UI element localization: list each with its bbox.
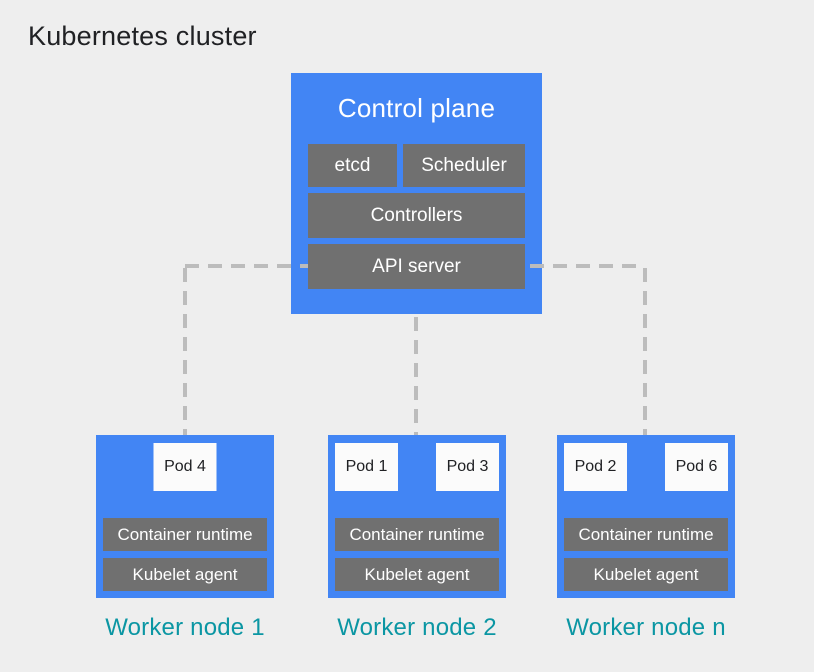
pod-box: Pod 1 bbox=[335, 443, 398, 491]
kubelet-agent-box: Kubelet agent bbox=[564, 558, 728, 591]
worker-node-n-box: Pod 2 Pod 6 Container runtime Kubelet ag… bbox=[557, 435, 735, 598]
control-plane-components: etcd Scheduler Controllers API server bbox=[291, 144, 542, 289]
kubelet-agent-box: Kubelet agent bbox=[103, 558, 267, 591]
pod-box: Pod 3 bbox=[436, 443, 499, 491]
container-runtime-box: Container runtime bbox=[103, 518, 267, 551]
pod-box: Pod 6 bbox=[665, 443, 728, 491]
worker-node-1-label: Worker node 1 bbox=[105, 614, 265, 641]
etcd-box: etcd bbox=[308, 144, 397, 187]
worker-node-n-label: Worker node n bbox=[566, 614, 726, 641]
worker-node-2-box: Pod 1 Pod 3 Container runtime Kubelet ag… bbox=[328, 435, 506, 598]
diagram-title: Kubernetes cluster bbox=[28, 21, 257, 51]
controllers-box: Controllers bbox=[308, 193, 525, 238]
container-runtime-box: Container runtime bbox=[335, 518, 499, 551]
control-plane-box: Control plane etcd Scheduler Controllers… bbox=[291, 73, 542, 314]
container-runtime-box: Container runtime bbox=[564, 518, 728, 551]
kubelet-agent-box: Kubelet agent bbox=[335, 558, 499, 591]
worker-node-1-box: Pod 4 Container runtime Kubelet agent bbox=[96, 435, 274, 598]
api-server-box: API server bbox=[308, 244, 525, 289]
control-plane-title: Control plane bbox=[337, 93, 496, 123]
pod-box: Pod 4 bbox=[153, 443, 217, 491]
pod-box: Pod 2 bbox=[564, 443, 627, 491]
scheduler-box: Scheduler bbox=[403, 144, 525, 187]
worker-node-2-label: Worker node 2 bbox=[337, 614, 497, 641]
